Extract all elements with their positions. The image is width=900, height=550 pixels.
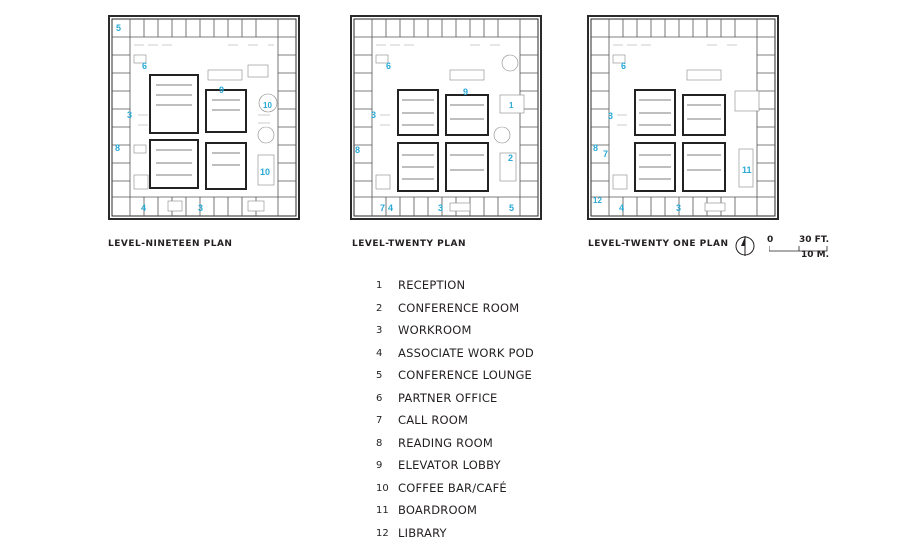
floor-plan-drawing: 6 3 9 1 8 2 7 4 3 5 xyxy=(350,15,542,220)
room-number: 10 xyxy=(263,101,272,110)
legend-number: 5 xyxy=(376,370,383,381)
room-number: 10 xyxy=(260,167,270,177)
room-number: 3 xyxy=(676,203,681,213)
scale-feet: 30 FT. xyxy=(799,235,829,245)
scale-line xyxy=(769,246,828,252)
legend-item: 1 RECEPTION xyxy=(376,276,676,296)
plan-level-nineteen: 5 6 3 9 10 8 10 4 3 LEVEL-NINETEEN PLAN xyxy=(108,15,300,249)
room-number: 4 xyxy=(619,203,624,213)
legend-item: 8 READING ROOM xyxy=(376,434,676,454)
plan-title: LEVEL-NINETEEN PLAN xyxy=(108,239,233,249)
room-number: 8 xyxy=(115,143,120,153)
room-number: 6 xyxy=(621,61,626,71)
room-number: 3 xyxy=(608,111,613,121)
legend-item: 4 ASSOCIATE WORK POD xyxy=(376,344,676,364)
room-number: 1 xyxy=(509,101,514,110)
legend-label: ELEVATOR LOBBY xyxy=(398,458,501,472)
room-number: 12 xyxy=(593,196,602,205)
room-number: 7 xyxy=(603,149,608,159)
plan-level-twenty-one: 6 3 8 7 11 12 4 3 LEVEL-TWENTY ONE PLAN xyxy=(587,15,779,249)
legend-number: 12 xyxy=(376,527,389,539)
room-number: 3 xyxy=(371,110,376,120)
plan-title: LEVEL-TWENTY PLAN xyxy=(352,239,467,249)
room-number: 7 xyxy=(380,203,385,213)
room-number: 9 xyxy=(463,87,468,97)
room-number: 2 xyxy=(508,153,513,163)
legend-item: 6 PARTNER OFFICE xyxy=(376,389,676,409)
legend-item: 5 CONFERENCE LOUNGE xyxy=(376,366,676,386)
floor-plan-drawing: 6 3 8 7 11 12 4 3 xyxy=(587,15,779,220)
plan-title: LEVEL-TWENTY ONE PLAN xyxy=(588,239,729,249)
legend-number: 1 xyxy=(376,280,383,291)
room-number: 4 xyxy=(141,203,146,213)
legend-label: CONFERENCE ROOM xyxy=(398,300,520,315)
legend-number: 8 xyxy=(376,437,383,449)
legend-number: 9 xyxy=(376,460,383,471)
legend-item: 10 COFFEE BAR/CAFÉ xyxy=(376,479,676,499)
plan-level-twenty: 6 3 9 1 8 2 7 4 3 5 LEVEL-TWENTY PLAN xyxy=(350,15,542,249)
legend-label: ASSOCIATE WORK POD xyxy=(398,345,534,360)
room-number: 8 xyxy=(593,143,598,153)
legend-number: 11 xyxy=(376,505,389,516)
legend-label: LIBRARY xyxy=(398,525,447,540)
legend-item: 2 CONFERENCE ROOM xyxy=(376,299,676,319)
legend-item: 7 CALL ROOM xyxy=(376,411,676,431)
legend-number: 2 xyxy=(376,302,383,314)
legend-item: 9 ELEVATOR LOBBY xyxy=(376,456,676,476)
scale-zero: 0 xyxy=(767,235,774,245)
room-number: 3 xyxy=(198,203,203,213)
legend-label: WORKROOM xyxy=(398,323,472,337)
legend-item: 11 BOARDROOM xyxy=(376,501,676,521)
legend-number: 10 xyxy=(376,482,389,494)
scale-meters: 10 M. xyxy=(801,250,830,260)
legend-label: BOARDROOM xyxy=(398,503,478,517)
floor-plan-drawing: 5 6 3 9 10 8 10 4 3 xyxy=(108,15,300,220)
legend-number: 4 xyxy=(376,347,383,359)
legend-label: RECEPTION xyxy=(398,278,466,292)
legend-label: CONFERENCE LOUNGE xyxy=(398,368,533,382)
room-number: 3 xyxy=(438,203,443,213)
room-number: 11 xyxy=(742,165,752,175)
room-number: 6 xyxy=(386,61,391,71)
legend-item: 3 WORKROOM xyxy=(376,321,676,341)
scale-bar: 0 30 FT. 10 M. xyxy=(735,232,845,262)
room-number: 9 xyxy=(219,85,224,95)
legend-number: 3 xyxy=(376,325,383,336)
room-number: 3 xyxy=(127,110,132,120)
room-number: 8 xyxy=(355,145,360,155)
legend-label: READING ROOM xyxy=(398,435,493,450)
room-number: 5 xyxy=(116,23,121,33)
legend-number: 6 xyxy=(376,392,383,404)
legend-label: PARTNER OFFICE xyxy=(398,390,498,405)
room-number: 5 xyxy=(509,203,514,213)
room-number: 6 xyxy=(142,61,147,71)
legend-number: 7 xyxy=(376,415,383,426)
north-arrow-icon xyxy=(735,236,755,256)
room-number: 4 xyxy=(388,203,393,213)
legend-label: CALL ROOM xyxy=(398,413,469,427)
legend-item: 12 LIBRARY xyxy=(376,524,676,544)
legend-label: COFFEE BAR/CAFÉ xyxy=(398,480,507,495)
